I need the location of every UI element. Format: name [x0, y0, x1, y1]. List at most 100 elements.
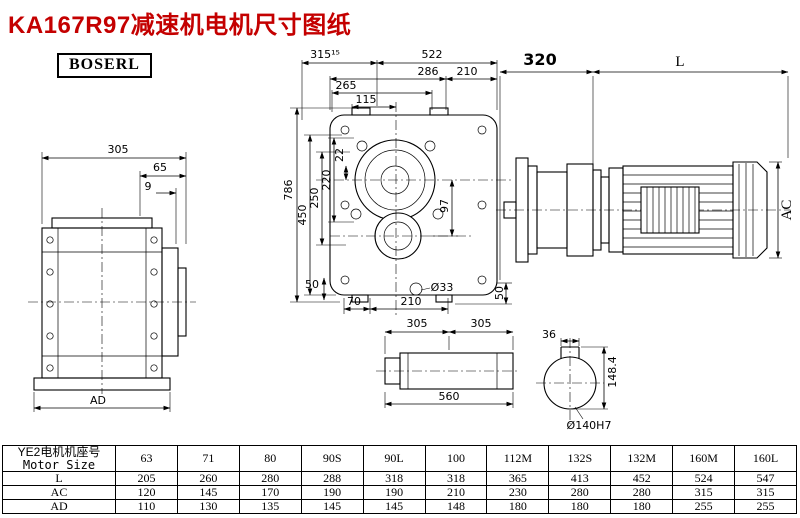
value-cell: 180	[486, 499, 550, 515]
col-header: 71	[176, 444, 240, 473]
value-cell: 260	[176, 471, 240, 487]
value-cell: 255	[734, 499, 797, 515]
dim-left-305: 305	[108, 143, 129, 156]
bottom-hole-33	[409, 282, 423, 296]
row-label: L	[2, 471, 116, 487]
value-cell: 120	[115, 485, 178, 501]
dim-section-36: 36	[542, 328, 556, 341]
value-cell: 315	[734, 485, 797, 501]
value-cell: 280	[610, 485, 674, 501]
value-cell: 288	[300, 471, 364, 487]
value-cell: 148	[424, 499, 488, 515]
col-header: 90S	[300, 444, 364, 473]
value-cell: 130	[176, 499, 240, 515]
value-cell: 452	[610, 471, 674, 487]
left-view-dimensions: 305 65 9 AD	[33, 143, 187, 412]
value-cell: 145	[362, 499, 426, 515]
dim-section-d140: Ø140H7	[567, 419, 612, 432]
dim-front-50-right: 50	[493, 286, 506, 300]
value-cell: 210	[424, 485, 488, 501]
dim-front-210-top: 210	[457, 65, 478, 78]
brand-text: BOSERL	[69, 56, 140, 73]
value-cell: 413	[548, 471, 612, 487]
front-view	[316, 102, 514, 318]
terminal-box	[640, 186, 700, 234]
dim-shaft-560: 560	[439, 390, 460, 403]
dim-section-148: 148.4	[606, 356, 619, 388]
dim-front-286: 286	[418, 65, 439, 78]
shaft-dimensions: 305 305 560	[384, 317, 514, 408]
dim-front-786: 786	[282, 180, 295, 201]
value-cell: 547	[734, 471, 797, 487]
section-dimensions: 36 148.4 Ø140H7	[542, 328, 619, 432]
col-header: 112M	[486, 444, 550, 473]
dim-front-d33: Ø33	[431, 281, 454, 294]
dim-motor-320: 320	[523, 50, 556, 69]
table-row-AC: AC 120 145 170 190 190 210 230 280 280 3…	[2, 485, 797, 501]
table-row-L: L 205 260 280 288 318 318 365 413 452 52…	[2, 471, 797, 487]
col-header: 63	[115, 444, 178, 473]
table-header-row: YE2电机机座号 Motor Size 63 71 80 90S 90L 100…	[2, 444, 797, 473]
value-cell: 318	[362, 471, 426, 487]
output-shaft-view	[376, 352, 520, 390]
value-cell: 145	[300, 499, 364, 515]
value-cell: 255	[672, 499, 736, 515]
value-cell: 190	[362, 485, 426, 501]
dim-front-220: 220	[320, 170, 333, 191]
value-cell: 524	[672, 471, 736, 487]
dim-front-210-bottom: 210	[401, 295, 422, 308]
col-header: 160M	[672, 444, 736, 473]
dim-front-50-left: 50	[305, 278, 319, 291]
dim-left-ad: AD	[90, 394, 106, 407]
value-cell: 170	[238, 485, 302, 501]
left-side-view	[28, 208, 196, 394]
dim-front-522: 522	[422, 48, 443, 61]
brand-logo: BOSERL	[57, 53, 152, 78]
dim-left-65: 65	[153, 161, 167, 174]
col-header: 160L	[734, 444, 797, 473]
dim-front-115: 115	[356, 93, 377, 106]
value-cell: 365	[486, 471, 550, 487]
value-cell: 145	[176, 485, 240, 501]
value-cell: 190	[300, 485, 364, 501]
value-cell: 180	[548, 499, 612, 515]
dim-front-70: 70	[347, 295, 361, 308]
shaft-section-view	[536, 338, 604, 424]
motor-size-table: YE2电机机座号 Motor Size 63 71 80 90S 90L 100…	[2, 444, 797, 515]
row-label: AC	[2, 485, 116, 501]
shaft-body	[399, 352, 514, 390]
value-cell: 135	[238, 499, 302, 515]
dim-left-9: 9	[145, 180, 152, 193]
value-cell: 230	[486, 485, 550, 501]
value-cell: 315	[672, 485, 736, 501]
fan-cover	[732, 161, 768, 259]
dim-motor-L: L	[675, 54, 684, 70]
header-cn: YE2电机机座号	[17, 445, 101, 459]
value-cell: 280	[238, 471, 302, 487]
motor-side-view	[496, 157, 790, 263]
col-header: 80	[238, 444, 302, 473]
front-view-dimensions: 315¹⁵ 522 286 210 265 115 786 450	[282, 48, 512, 314]
value-cell: 318	[424, 471, 488, 487]
col-header: 100	[424, 444, 488, 473]
motor-view-dimensions: 320 L AC	[499, 50, 795, 280]
value-cell: 110	[115, 499, 178, 515]
row-label: AD	[2, 499, 116, 515]
col-header: 90L	[362, 444, 426, 473]
dim-shaft-305a: 305	[407, 317, 428, 330]
col-header: 132M	[610, 444, 674, 473]
housing-outline	[329, 114, 498, 296]
dim-shaft-305b: 305	[471, 317, 492, 330]
value-cell: 280	[548, 485, 612, 501]
dim-front-450: 450	[296, 205, 309, 226]
dim-front-315: 315¹⁵	[310, 48, 340, 61]
dim-front-22: 22	[333, 148, 346, 162]
dim-front-265: 265	[336, 79, 357, 92]
dim-motor-AC: AC	[779, 200, 795, 221]
dim-front-97: 97	[438, 199, 451, 213]
motor-size-header-cell: YE2电机机座号 Motor Size	[2, 444, 116, 473]
value-cell: 180	[610, 499, 674, 515]
col-header: 132S	[548, 444, 612, 473]
header-en: Motor Size	[22, 457, 96, 472]
